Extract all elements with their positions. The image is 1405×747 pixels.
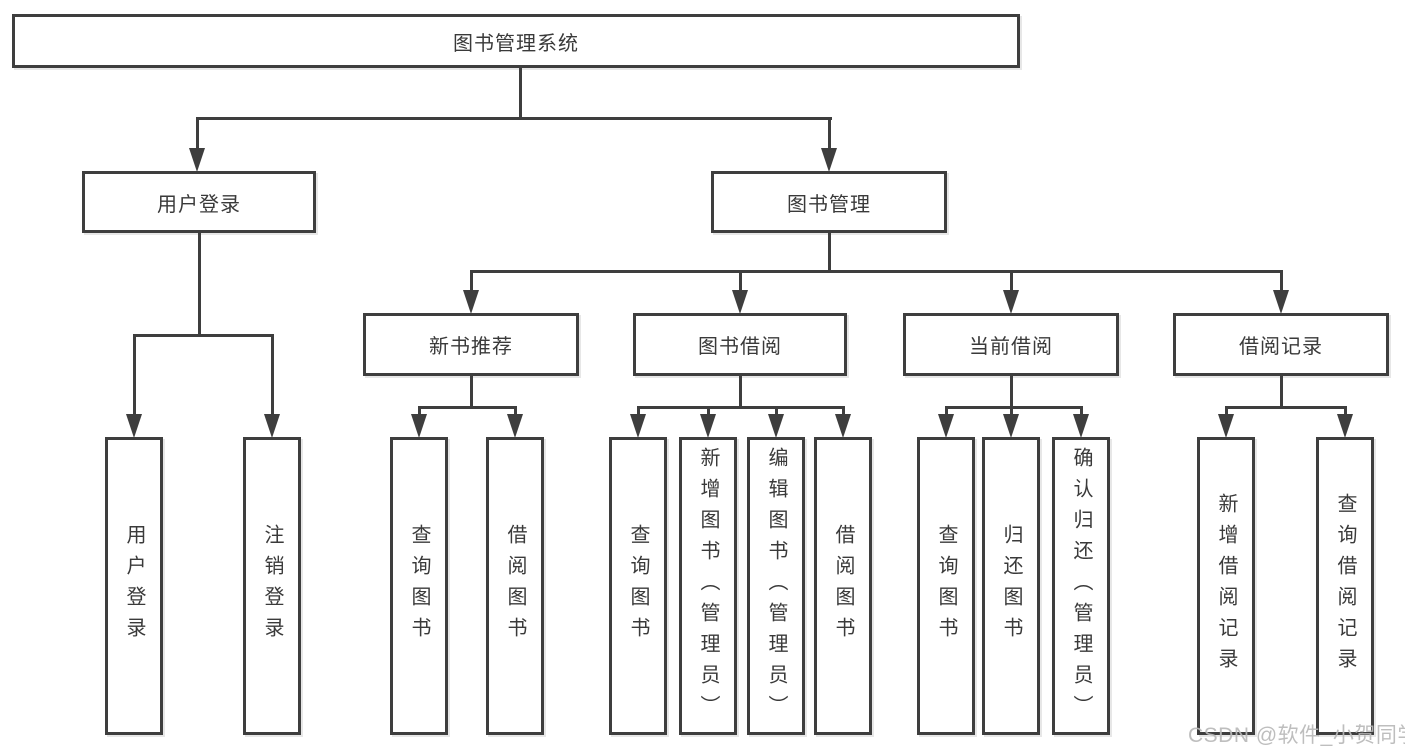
connector-hline	[133, 334, 274, 337]
arrow-down-icon	[835, 414, 851, 438]
arrow-down-icon	[411, 414, 427, 438]
connector-hline	[418, 406, 517, 409]
leaf-label: 编辑图书（管理员）	[765, 446, 787, 726]
arrow-down-icon	[732, 290, 748, 314]
node-library-management-system: 图书管理系统	[12, 14, 1020, 68]
node-user-login-branch: 用户登录	[82, 171, 316, 233]
connector-vline	[196, 117, 199, 151]
connector-vline	[739, 270, 742, 292]
node-book-borrowing: 图书借阅	[633, 313, 847, 376]
connector-vline	[1080, 406, 1083, 416]
leaf-label: 查询图书	[627, 524, 649, 648]
arrow-down-icon	[189, 148, 205, 172]
connector-hline	[637, 406, 845, 409]
connector-vline	[945, 406, 948, 416]
leaf-query-borrow-record: 查询借阅记录	[1316, 437, 1374, 735]
leaf-label: 新增借阅记录	[1215, 493, 1237, 679]
connector-vline	[1010, 270, 1013, 292]
leaf-borrow-books-recommend: 借阅图书	[486, 437, 544, 735]
leaf-label: 用户登录	[123, 524, 145, 648]
node-label: 当前借阅	[969, 336, 1053, 358]
node-new-book-recommendation: 新书推荐	[363, 313, 579, 376]
node-label: 新书推荐	[429, 336, 513, 358]
arrow-down-icon	[1073, 414, 1089, 438]
connector-vline	[842, 406, 845, 416]
connector-vline	[1010, 406, 1013, 416]
arrow-down-icon	[938, 414, 954, 438]
connector-vline	[470, 376, 473, 409]
leaf-user-login: 用户登录	[105, 437, 163, 735]
arrow-down-icon	[630, 414, 646, 438]
arrow-down-icon	[821, 148, 837, 172]
connector-hline	[196, 117, 832, 120]
leaf-query-books-borrowing: 查询图书	[609, 437, 667, 735]
connector-vline	[1010, 376, 1013, 409]
connector-vline	[775, 406, 778, 416]
connector-hline	[1225, 406, 1347, 409]
leaf-label: 借阅图书	[832, 524, 854, 648]
connector-vline	[519, 68, 522, 118]
connector-vline	[828, 117, 831, 151]
node-current-borrowing: 当前借阅	[903, 313, 1119, 376]
leaf-label: 查询图书	[408, 524, 430, 648]
arrow-down-icon	[1003, 414, 1019, 438]
connector-vline	[418, 406, 421, 416]
node-label: 借阅记录	[1239, 336, 1323, 358]
connector-vline	[739, 376, 742, 409]
arrow-down-icon	[463, 290, 479, 314]
arrow-down-icon	[126, 414, 142, 438]
arrow-down-icon	[768, 414, 784, 438]
leaf-label: 查询图书	[935, 524, 957, 648]
connector-vline	[1280, 376, 1283, 409]
connector-vline	[198, 233, 201, 337]
arrow-down-icon	[700, 414, 716, 438]
node-label: 图书管理系统	[453, 32, 579, 55]
arrow-down-icon	[1003, 290, 1019, 314]
arrow-down-icon	[507, 414, 523, 438]
arrow-down-icon	[1337, 414, 1353, 438]
connector-vline	[1225, 406, 1228, 416]
leaf-confirm-return-admin: 确认归还（管理员）	[1052, 437, 1110, 735]
leaf-edit-books-admin: 编辑图书（管理员）	[747, 437, 805, 735]
leaf-add-borrow-record: 新增借阅记录	[1197, 437, 1255, 735]
connector-vline	[514, 406, 517, 416]
connector-hline	[470, 270, 1283, 273]
leaf-label: 查询借阅记录	[1334, 493, 1356, 679]
leaf-add-books-admin: 新增图书（管理员）	[679, 437, 737, 735]
node-label: 图书管理	[787, 193, 871, 216]
leaf-label: 新增图书（管理员）	[697, 446, 719, 726]
connector-vline	[828, 233, 831, 273]
leaf-return-books: 归还图书	[982, 437, 1040, 735]
arrow-down-icon	[1218, 414, 1234, 438]
leaf-label: 确认归还（管理员）	[1070, 446, 1092, 726]
csdn-watermark: CSDN @软件_小贺同学	[1188, 724, 1405, 747]
node-book-management-branch: 图书管理	[711, 171, 947, 233]
leaf-query-books-current: 查询图书	[917, 437, 975, 735]
node-label: 图书借阅	[698, 336, 782, 358]
node-borrowing-records: 借阅记录	[1173, 313, 1389, 376]
node-label: 用户登录	[157, 193, 241, 216]
connector-vline	[1344, 406, 1347, 416]
leaf-borrow-books-borrowing: 借阅图书	[814, 437, 872, 735]
connector-vline	[470, 270, 473, 292]
arrow-down-icon	[264, 414, 280, 438]
leaf-query-books-recommend: 查询图书	[390, 437, 448, 735]
connector-vline	[637, 406, 640, 416]
connector-hline	[945, 406, 1083, 409]
arrow-down-icon	[1273, 290, 1289, 314]
leaf-label: 注销登录	[261, 524, 283, 648]
leaf-label: 归还图书	[1000, 524, 1022, 648]
leaf-logout: 注销登录	[243, 437, 301, 735]
connector-vline	[707, 406, 710, 416]
connector-vline	[133, 334, 136, 416]
connector-vline	[1280, 270, 1283, 292]
leaf-label: 借阅图书	[504, 524, 526, 648]
connector-vline	[271, 334, 274, 416]
